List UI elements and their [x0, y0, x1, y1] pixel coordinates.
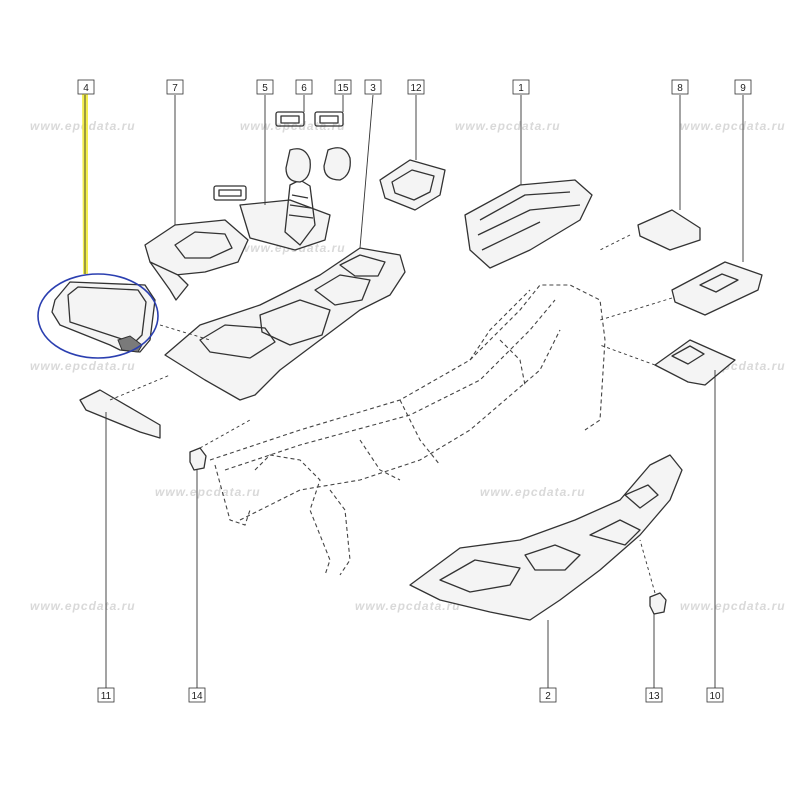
part-13-clip — [649, 592, 667, 615]
part-1-armrest — [464, 179, 593, 269]
svg-text:6: 6 — [301, 83, 307, 94]
part-3-console — [164, 247, 406, 401]
callout-14[interactable]: 14 — [188, 687, 206, 703]
callout-5[interactable]: 5 — [256, 79, 274, 95]
part-4-bezel — [37, 273, 159, 359]
part-12-surround — [379, 159, 446, 211]
part-10-mat — [654, 339, 736, 386]
callout-6[interactable]: 6 — [295, 79, 313, 95]
part-7-cover — [144, 219, 249, 301]
svg-text:5: 5 — [262, 83, 268, 94]
svg-text:7: 7 — [172, 83, 178, 94]
callout-15[interactable]: 15 — [334, 79, 352, 95]
gasket-5 — [213, 185, 247, 201]
callout-3[interactable]: 3 — [364, 79, 382, 95]
callout-2[interactable]: 2 — [539, 687, 557, 703]
callout-9[interactable]: 9 — [734, 79, 752, 95]
callout-11[interactable]: 11 — [97, 687, 115, 703]
watermark: www.epcdata.ru — [455, 119, 561, 133]
callout-13[interactable]: 13 — [645, 687, 663, 703]
callout-1[interactable]: 1 — [512, 79, 530, 95]
callout-7[interactable]: 7 — [166, 79, 184, 95]
watermark: www.epcdata.ru — [30, 359, 136, 373]
part-2-console-lower — [409, 454, 683, 621]
watermark: www.epcdata.ru — [30, 599, 136, 613]
watermark: www.epcdata.ru — [680, 599, 786, 613]
svg-text:13: 13 — [648, 691, 660, 702]
part-14-clip — [189, 447, 207, 471]
svg-text:8: 8 — [677, 83, 683, 94]
svg-text:12: 12 — [410, 83, 422, 94]
selection-circle — [37, 273, 159, 359]
callout-12[interactable]: 12 — [407, 79, 425, 95]
svg-text:3: 3 — [370, 83, 376, 94]
svg-text:1: 1 — [518, 83, 524, 94]
callout-10[interactable]: 10 — [706, 687, 724, 703]
leader-lines — [84, 94, 744, 688]
callout-4[interactable]: 4 — [77, 79, 95, 95]
svg-text:14: 14 — [191, 691, 203, 702]
svg-text:10: 10 — [709, 691, 721, 702]
watermark: www.epcdata.ru — [155, 485, 261, 499]
part-6-knob — [275, 111, 311, 183]
svg-text:4: 4 — [83, 83, 89, 94]
svg-text:2: 2 — [545, 691, 551, 702]
part-15-knob — [314, 111, 351, 181]
svg-text:11: 11 — [101, 691, 112, 702]
part-8-pad — [637, 209, 701, 251]
part-11-bracket — [79, 389, 161, 439]
watermarks: www.epcdata.ru www.epcdata.ru www.epcdat… — [30, 119, 786, 613]
part-5-gear-boot — [239, 179, 331, 251]
part-9-tray — [671, 261, 763, 316]
callouts: 4 7 5 6 15 3 12 1 — [77, 79, 752, 703]
watermark: www.epcdata.ru — [680, 119, 786, 133]
frame-structure — [209, 284, 606, 576]
svg-text:15: 15 — [337, 83, 349, 94]
watermark: www.epcdata.ru — [480, 485, 586, 499]
svg-text:9: 9 — [740, 83, 746, 94]
callout-8[interactable]: 8 — [671, 79, 689, 95]
watermark: www.epcdata.ru — [355, 599, 461, 613]
